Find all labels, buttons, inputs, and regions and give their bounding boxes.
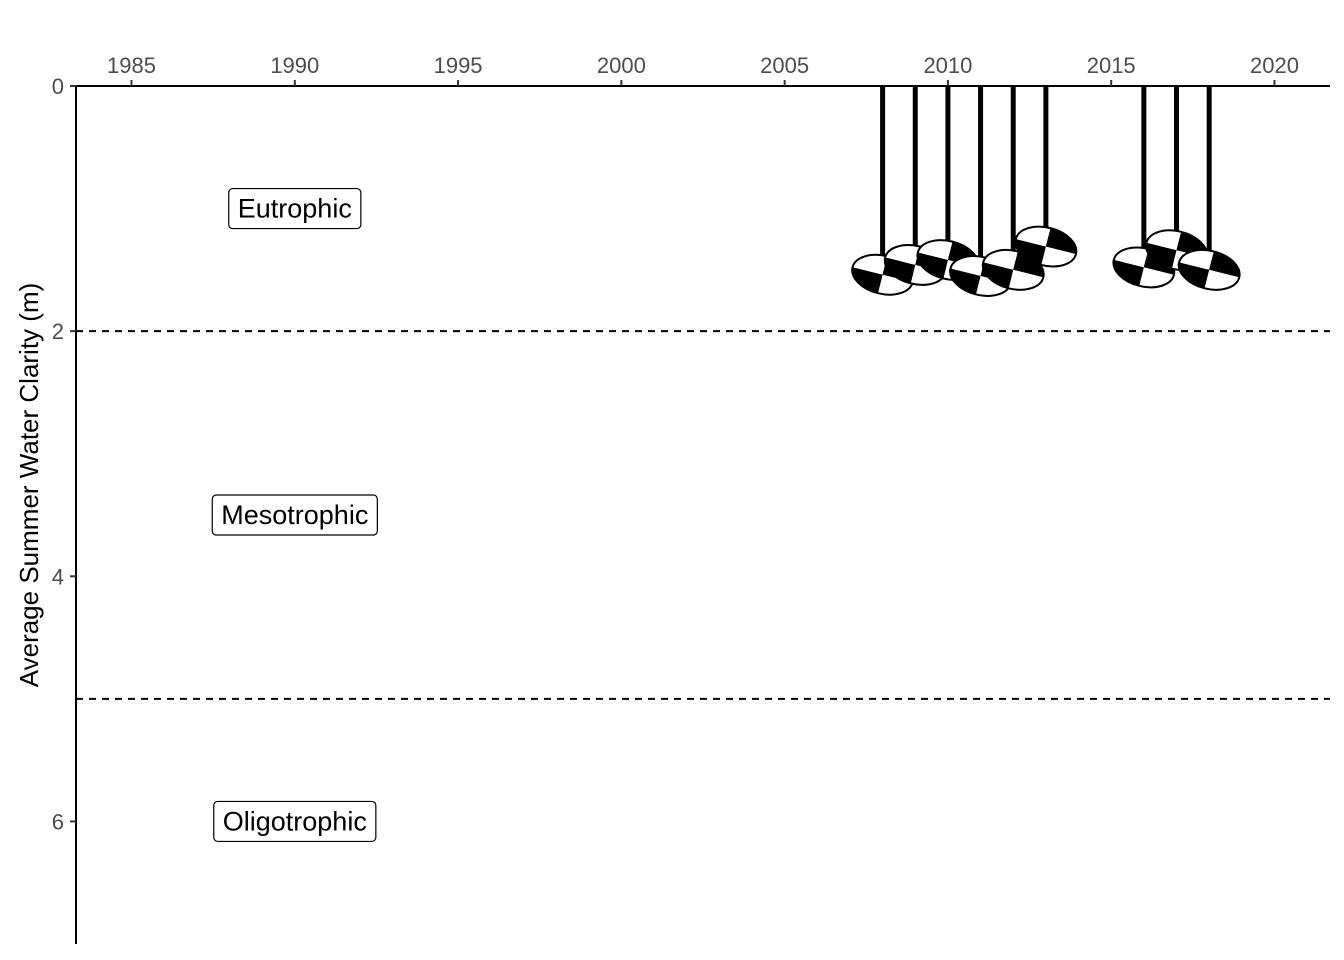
zone-label-box [228, 187, 362, 230]
secchi-marker [1014, 86, 1078, 268]
x-tick-label: 2015 [1087, 53, 1136, 78]
y-axis-title: Average Summer Water Clarity (m) [14, 283, 44, 688]
zone-label: Mesotrophic [211, 494, 378, 536]
secchi-disk-icon [883, 244, 947, 286]
data-markers [851, 86, 1241, 297]
y-tick-label: 4 [52, 564, 64, 589]
zone-label-text: Oligotrophic [223, 806, 367, 836]
secchi-marker [883, 86, 947, 286]
secchi-disk-icon [1177, 248, 1241, 291]
threshold-lines [76, 330, 1330, 700]
y-ticks: 0 2 4 6 [52, 74, 76, 834]
secchi-marker [1177, 86, 1241, 291]
zone-label-text: Eutrophic [238, 194, 352, 224]
zone-label-text: Mesotrophic [221, 500, 368, 530]
secchi-marker [1145, 86, 1208, 272]
x-ticks: 1985 1990 1995 2000 2005 2010 2015 2020 [107, 53, 1299, 86]
zone-label-box [211, 494, 378, 536]
x-tick-label: 1985 [107, 53, 156, 78]
x-tick-label: 2020 [1250, 53, 1299, 78]
secchi-disk-icon [1014, 225, 1078, 268]
y-tick-label: 0 [52, 74, 64, 99]
zone-label-box [213, 800, 377, 843]
x-tick-label: 2005 [760, 53, 809, 78]
zone-label: Eutrophic [228, 187, 362, 230]
x-tick-label: 2010 [923, 53, 972, 78]
secchi-marker [851, 86, 915, 296]
secchi-marker [1112, 86, 1176, 289]
x-tick-label: 1995 [434, 53, 483, 78]
x-tick-label: 1990 [270, 53, 319, 78]
secchi-marker [981, 86, 1045, 291]
y-tick-label: 6 [52, 809, 64, 834]
axes [75, 85, 1330, 944]
y-tick-label: 2 [52, 319, 64, 344]
secchi-disk-icon [981, 248, 1045, 291]
zone-label: Oligotrophic [213, 800, 377, 843]
x-tick-label: 2000 [597, 53, 646, 78]
